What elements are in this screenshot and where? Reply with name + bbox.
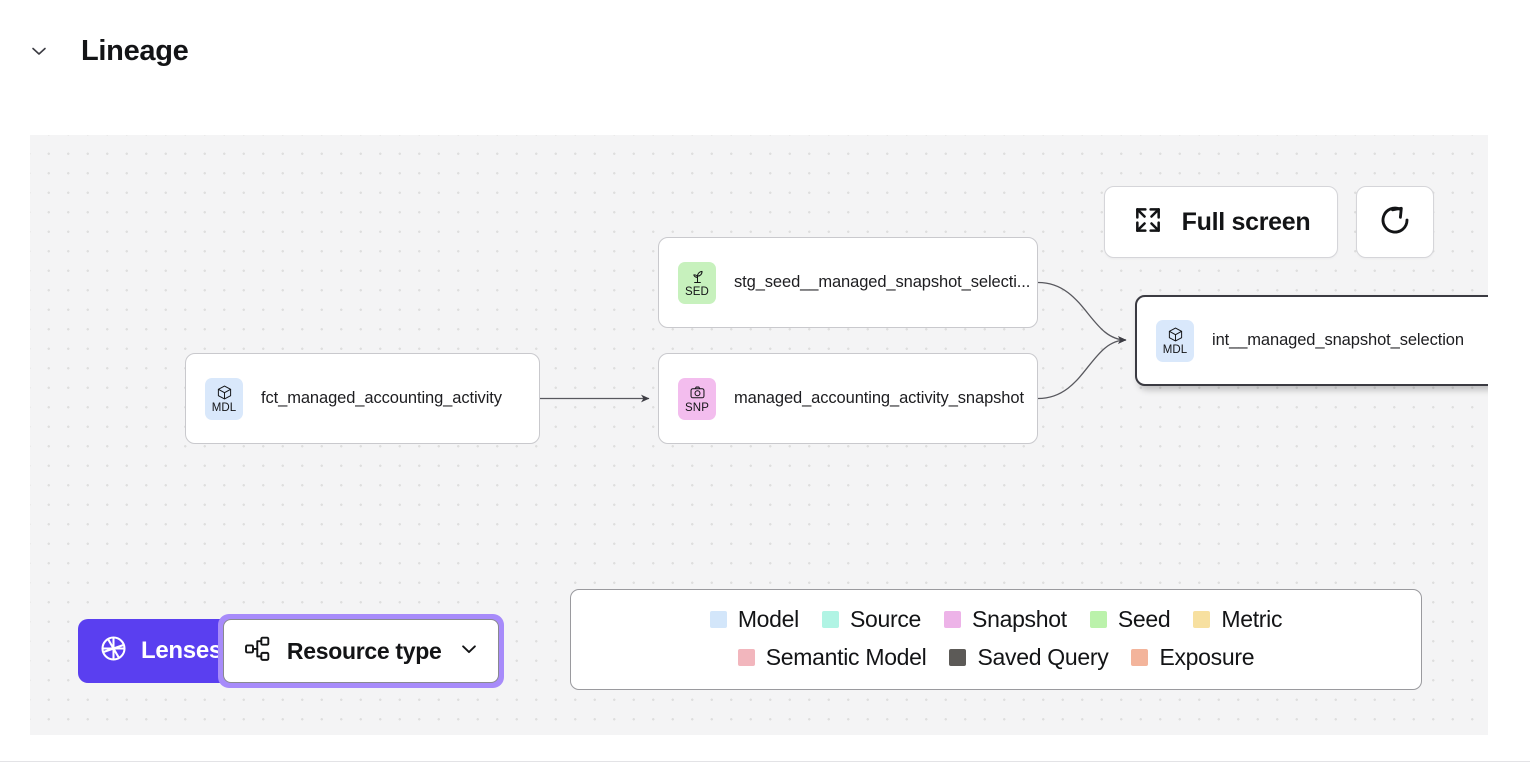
full-screen-label: Full screen: [1181, 207, 1311, 236]
legend-item-seed: Seed: [1089, 606, 1171, 633]
lineage-toolbar: Lenses Resource type: [78, 614, 504, 688]
refresh-button[interactable]: [1356, 186, 1434, 258]
legend-item-source: Source: [821, 606, 922, 633]
seedling-icon: [689, 267, 706, 286]
legend-swatch-metric: [1193, 611, 1211, 628]
legend-label: Source: [849, 606, 922, 632]
resource-type-dropdown[interactable]: Resource type: [222, 619, 499, 683]
bottom-divider: [0, 761, 1530, 762]
legend-swatch-semantic-model: [737, 649, 755, 666]
resource-badge-model: MDL: [1156, 319, 1194, 362]
legend-item-exposure: Exposure: [1131, 644, 1255, 671]
legend-row: Model Source Snapshot Seed Metric: [571, 606, 1421, 633]
canvas-controls: Full screen: [1104, 186, 1434, 258]
sitemap-icon: [244, 635, 271, 667]
resource-type-focus-ring: Resource type: [217, 614, 504, 688]
legend-swatch-saved-query: [949, 649, 967, 666]
legend-swatch-seed: [1089, 611, 1107, 628]
edge-seed-to-int: [1037, 281, 1127, 344]
legend-label: Snapshot: [972, 606, 1067, 632]
legend-label: Metric: [1221, 606, 1283, 632]
lineage-legend: Model Source Snapshot Seed Metric S: [570, 589, 1422, 690]
legend-label: Saved Query: [977, 644, 1109, 670]
legend-swatch-exposure: [1131, 649, 1149, 666]
lenses-button[interactable]: Lenses: [78, 619, 244, 683]
lineage-node-stg-seed-managed-snapshot-selection[interactable]: SED stg_seed__managed_snapshot_selecti..…: [658, 237, 1038, 328]
aperture-icon: [99, 634, 128, 668]
legend-label: Semantic Model: [765, 644, 927, 670]
legend-label: Model: [737, 606, 799, 632]
legend-row: Semantic Model Saved Query Exposure: [571, 644, 1421, 671]
resource-badge-model: MDL: [205, 377, 243, 420]
full-screen-button[interactable]: Full screen: [1104, 186, 1338, 258]
resource-badge-snapshot: SNP: [678, 377, 716, 420]
cube-icon: [1167, 325, 1184, 344]
lineage-section-header: Lineage: [0, 0, 1530, 100]
refresh-icon: [1377, 202, 1413, 243]
lineage-node-label: stg_seed__managed_snapshot_selecti...: [734, 273, 1031, 291]
resource-badge-label: SNP: [685, 401, 709, 414]
lineage-canvas[interactable]: MDL fct_managed_accounting_activity SED …: [30, 135, 1488, 735]
legend-item-metric: Metric: [1193, 606, 1282, 633]
legend-swatch-source: [821, 611, 839, 628]
legend-swatch-snapshot: [944, 611, 962, 628]
chevron-down-icon: [458, 638, 480, 665]
resource-badge-seed: SED: [678, 261, 716, 304]
resource-badge-label: SED: [685, 285, 709, 298]
expand-arrows-icon: [1132, 204, 1164, 241]
lineage-node-managed-accounting-activity-snapshot[interactable]: SNP managed_accounting_activity_snapshot: [658, 353, 1038, 444]
cube-icon: [216, 383, 233, 402]
resource-badge-label: MDL: [1162, 343, 1188, 356]
edge-snapshot-to-int: [1037, 336, 1127, 400]
lineage-node-label: fct_managed_accounting_activity: [261, 389, 502, 407]
chevron-down-icon[interactable]: [26, 38, 52, 64]
lineage-node-int-managed-snapshot-selection[interactable]: MDL int__managed_snapshot_selection: [1135, 295, 1488, 386]
legend-item-saved-query: Saved Query: [949, 644, 1109, 671]
lineage-node-label: int__managed_snapshot_selection: [1212, 331, 1464, 349]
resource-type-label: Resource type: [286, 637, 442, 664]
lineage-node-label: managed_accounting_activity_snapshot: [734, 389, 1024, 407]
legend-item-snapshot: Snapshot: [944, 606, 1067, 633]
legend-label: Seed: [1117, 606, 1171, 632]
legend-item-semantic-model: Semantic Model: [737, 644, 927, 671]
lineage-node-fct-managed-accounting-activity[interactable]: MDL fct_managed_accounting_activity: [185, 353, 540, 444]
lenses-label: Lenses: [141, 637, 222, 664]
legend-label: Exposure: [1159, 644, 1255, 670]
legend-swatch-model: [709, 611, 727, 628]
legend-item-model: Model: [709, 606, 799, 633]
camera-icon: [689, 383, 706, 402]
page-title: Lineage: [81, 35, 189, 67]
resource-badge-label: MDL: [211, 401, 237, 414]
